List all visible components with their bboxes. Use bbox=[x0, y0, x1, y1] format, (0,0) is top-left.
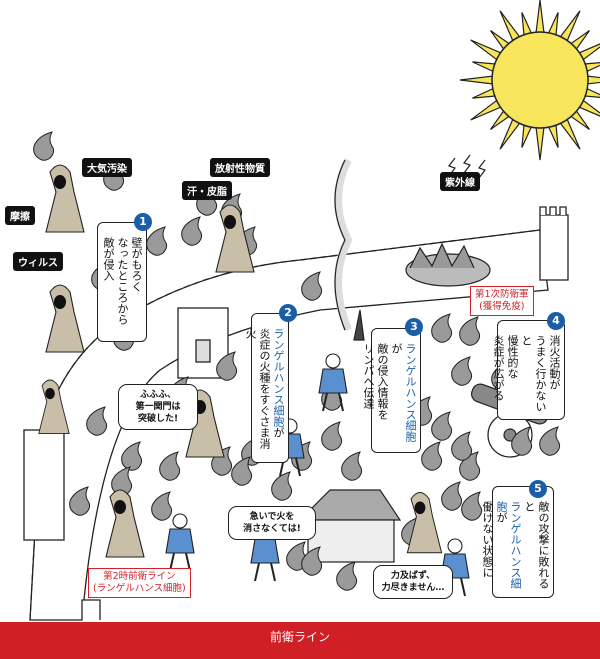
hooded-enemy-icon bbox=[215, 204, 255, 273]
step-2-after: が bbox=[272, 427, 285, 438]
hooded-enemy-icon bbox=[45, 164, 85, 233]
hooded-enemy-icon bbox=[38, 379, 70, 435]
step-5-box: 敵の攻撃に敗れると ランゲルハンス細胞が 働けない状態に bbox=[481, 486, 554, 598]
fortress-camp bbox=[405, 242, 491, 287]
flame-icon bbox=[69, 486, 91, 516]
gate-line-3: 突破した! bbox=[137, 414, 179, 424]
signal-smoke-tower bbox=[334, 158, 365, 341]
flame-icon bbox=[121, 441, 143, 471]
step-1-box: 壁がもろく なったところから 敵が侵入 bbox=[97, 222, 147, 342]
flame-icon bbox=[511, 426, 533, 456]
flame-icon bbox=[151, 491, 173, 521]
tag-sweat: 汗・皮脂 bbox=[182, 181, 232, 200]
step-5-line-1: 敵の攻撃に敗れると bbox=[523, 501, 550, 589]
speech-bubble-weak: 力及ばず、 力尽きません… bbox=[373, 565, 453, 599]
step-1-line-1: 壁がもろく bbox=[130, 237, 143, 292]
weak-line-2: 力尽きません… bbox=[381, 583, 445, 593]
flame-icon bbox=[181, 216, 203, 246]
flame-icon bbox=[159, 451, 181, 481]
flame-icon bbox=[146, 226, 168, 256]
step-5-after: が bbox=[495, 512, 508, 523]
step-2-number: 2 bbox=[279, 304, 297, 322]
gate-line-2: 第一関門は bbox=[135, 402, 181, 412]
flame-icon bbox=[431, 411, 453, 441]
enemy-group bbox=[38, 164, 443, 558]
flame-icon bbox=[336, 561, 358, 591]
step-1-line-2: なったところから bbox=[116, 237, 129, 325]
flame-icon bbox=[33, 131, 55, 161]
step-2-highlight: ランゲルハンス細胞 bbox=[272, 328, 285, 427]
flame-icon bbox=[459, 316, 481, 346]
flame-icon bbox=[341, 451, 363, 481]
gate-line-1: ふふふ、 bbox=[139, 390, 176, 400]
step-4-box: 消火活動が うまく行かないと 慢性的な 炎症が広がる bbox=[492, 320, 565, 420]
step-2-line-1: 炎症の火種をすぐさま消火 bbox=[244, 328, 271, 449]
flame-icon bbox=[216, 351, 238, 381]
flame-icon bbox=[451, 431, 473, 461]
hooded-enemy-icon bbox=[45, 284, 85, 353]
flame-icon bbox=[231, 456, 253, 486]
step-5-tail: 働けない状態に bbox=[481, 501, 494, 578]
first-defense-label: 第1次防衛軍 (獲得免疫) bbox=[470, 286, 534, 316]
step-3-highlight: ランゲルハンス細胞 bbox=[404, 343, 417, 442]
flame-icon bbox=[421, 441, 443, 471]
flame-icon bbox=[461, 491, 483, 521]
step-3-after: が bbox=[390, 343, 403, 354]
soldier-icon bbox=[165, 513, 195, 572]
flame-icon bbox=[211, 446, 233, 476]
second-defense-line-1: 第2時前衛ライン bbox=[103, 571, 176, 582]
soldier-group bbox=[165, 353, 470, 597]
flame-icon bbox=[271, 471, 293, 501]
step-3-line-1: 敵の侵入情報を bbox=[376, 343, 389, 420]
weak-line-1: 力及ばず、 bbox=[390, 571, 436, 581]
first-defense-line-2: (獲得免疫) bbox=[479, 301, 525, 312]
flame-icon bbox=[301, 271, 323, 301]
flame-icon bbox=[431, 313, 453, 343]
fire-line-1: 急いで火を bbox=[249, 512, 295, 522]
step-5-highlight: ランゲルハンス細胞 bbox=[495, 501, 522, 589]
step-3-number: 3 bbox=[405, 318, 423, 336]
step-3-line-2: リンパへ伝達 bbox=[362, 343, 375, 409]
step-4-line-3: 慢性的な bbox=[506, 335, 519, 379]
speech-bubble-fire: 急いで火を 消さなくては! bbox=[228, 506, 316, 540]
tag-air-pollution: 大気汚染 bbox=[82, 158, 132, 177]
step-2-box: ランゲルハンス細胞が 炎症の火種をすぐさま消火 bbox=[244, 313, 289, 463]
hooded-enemy-icon bbox=[406, 492, 443, 554]
hooded-enemy-icon bbox=[105, 489, 145, 558]
tag-radiation: 放射性物質 bbox=[210, 158, 270, 177]
flame-icon bbox=[451, 356, 473, 386]
straw-hut bbox=[298, 489, 402, 563]
front-line-bar: 前衛ライン bbox=[0, 622, 600, 659]
second-defense-line-2: (ランゲルハンス細胞) bbox=[93, 583, 186, 594]
step-4-number: 4 bbox=[547, 312, 565, 330]
step-3-box: ランゲルハンス細胞が 敵の侵入情報を リンパへ伝達 bbox=[362, 328, 421, 453]
second-defense-label: 第2時前衛ライン (ランゲルハンス細胞) bbox=[88, 568, 191, 598]
step-5-number: 5 bbox=[529, 480, 547, 498]
flame-icon bbox=[459, 451, 481, 481]
step-1-line-3: 敵が侵入 bbox=[102, 237, 115, 281]
tag-virus: ウィルス bbox=[13, 252, 63, 271]
step-4-line-1: 消火活動が bbox=[548, 335, 561, 390]
fire-line-2: 消さなくては! bbox=[243, 524, 301, 534]
castle-wall bbox=[23, 206, 569, 621]
flame-icon bbox=[321, 421, 343, 451]
flame-icon bbox=[301, 546, 323, 576]
speech-bubble-gate: ふふふ、 第一関門は 突破した! bbox=[118, 384, 198, 430]
step-4-line-4: 炎症が広がる bbox=[492, 335, 505, 401]
step-4-line-2: うまく行かないと bbox=[520, 335, 547, 412]
tag-uv: 紫外線 bbox=[440, 172, 480, 191]
step-1-number: 1 bbox=[134, 213, 152, 231]
flame-icon bbox=[539, 426, 561, 456]
tag-friction: 摩擦 bbox=[5, 206, 35, 225]
flame-icon bbox=[86, 406, 108, 436]
front-line-label: 前衛ライン bbox=[269, 630, 330, 644]
flame-icon bbox=[441, 481, 463, 511]
soldier-icon bbox=[318, 353, 348, 412]
sun-icon bbox=[459, 0, 600, 161]
first-defense-line-1: 第1次防衛軍 bbox=[475, 289, 529, 300]
